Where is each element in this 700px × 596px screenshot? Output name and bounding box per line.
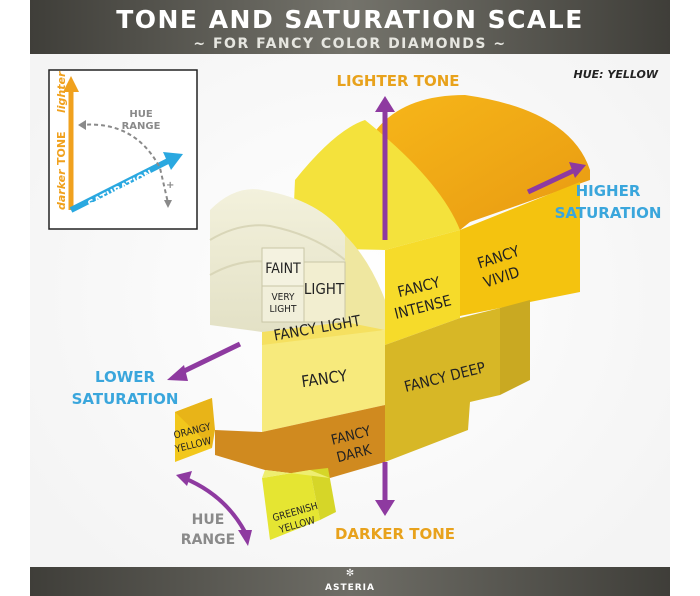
cell-fancy-vivid	[460, 182, 580, 316]
inset-tone-arrowhead	[63, 76, 79, 92]
inset-legend: + lighter TONE darker SATURATION HUE RAN…	[48, 69, 198, 230]
inset-darker-label: darker	[55, 169, 68, 210]
cell-fancy-deep	[385, 308, 500, 462]
cell-fancy-dark	[215, 405, 385, 478]
pale-band-line-1	[209, 224, 346, 261]
inset-saturation-arrowhead	[163, 152, 183, 170]
footer-brand: ASTERIA	[325, 583, 375, 593]
cell-greenish-yellow	[262, 470, 320, 540]
inset-hue-range-curve	[79, 123, 169, 204]
inset-plus-mark: +	[166, 180, 174, 191]
inset-hue-left-arrowhead	[78, 120, 86, 130]
arrow-hue-range-head-left	[176, 471, 192, 486]
label-higher-1: HIGHER	[576, 182, 641, 200]
inset-range-label: RANGE	[122, 121, 161, 132]
arrow-hue-range-head-right	[238, 530, 252, 546]
label-lower-1: LOWER	[95, 368, 156, 386]
inset-saturation-axis	[69, 157, 172, 213]
hue-label: HUE: YELLOW	[574, 68, 659, 81]
arrow-darker-tone-head	[375, 500, 395, 516]
arrow-lower-saturation	[176, 341, 242, 377]
inset-hue-label: HUE	[129, 109, 152, 120]
top-face	[292, 120, 460, 250]
arrow-lighter-tone-head	[375, 96, 395, 112]
inset-tone-label: TONE	[55, 131, 68, 165]
cell-fancy-deep-side	[500, 300, 530, 395]
header-bar	[30, 0, 670, 54]
label-very-light-1: VERY	[272, 292, 295, 303]
label-lighter-tone: LIGHTER TONE	[336, 72, 459, 90]
cell-fancy-intense	[385, 230, 460, 345]
inset-frame	[48, 69, 198, 230]
cell-greenish-yellow-top	[262, 470, 330, 478]
page-subtitle: ~ FOR FANCY COLOR DIAMONDS ~	[193, 36, 506, 52]
inset-hue-down-arrowhead	[164, 200, 172, 208]
label-darker-tone: DARKER TONE	[335, 525, 455, 543]
pale-band-side	[345, 235, 385, 330]
label-very-light-2: LIGHT	[270, 304, 297, 315]
page-title: TONE AND SATURATION SCALE	[116, 5, 584, 34]
cell-light	[303, 261, 346, 323]
arrow-higher-saturation	[526, 167, 577, 195]
label-hue-range-1: HUE	[192, 512, 225, 528]
cell-very-light	[261, 285, 305, 323]
cell-greenish-yellow-side	[310, 468, 336, 520]
label-faint: FAINT	[265, 261, 301, 277]
label-lower-2: SATURATION	[72, 390, 179, 408]
arrow-higher-saturation-head	[569, 162, 586, 178]
inset-lighter-label: lighter	[55, 71, 68, 113]
cell-orangy-yellow-side	[175, 398, 215, 448]
footer-bar	[30, 567, 670, 596]
label-hue-range-2: RANGE	[181, 532, 235, 548]
arrow-lower-saturation-head	[167, 365, 188, 381]
arrow-hue-range-curve	[183, 476, 247, 533]
tone-saturation-solid	[175, 95, 590, 540]
label-light: LIGHT	[304, 280, 345, 298]
label-higher-2: SATURATION	[555, 204, 662, 222]
star-icon: ✼	[346, 568, 354, 579]
cell-fancy	[262, 330, 385, 432]
cell-faint	[261, 247, 305, 287]
